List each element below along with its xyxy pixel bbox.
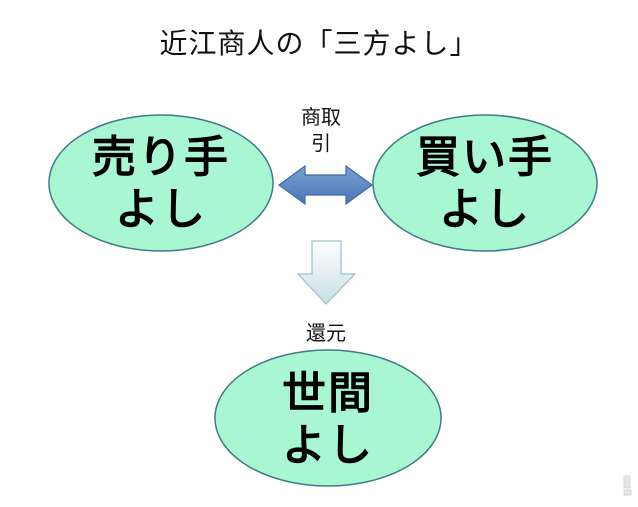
diagram-title: 近江商人の「三方よし」 [159, 27, 479, 60]
seller-ellipse [48, 114, 274, 252]
return-down-arrow [296, 240, 357, 305]
society-ellipse [214, 349, 442, 487]
return-label: 還元 [306, 321, 346, 345]
trade-double-arrow [277, 164, 374, 206]
society-label: 世間 よし [282, 368, 374, 471]
buyer-ellipse [372, 114, 598, 252]
trade-label: 商取 引 [301, 105, 341, 155]
buyer-label: 買い手 よし [416, 132, 554, 235]
corner-mark-shape [623, 475, 632, 496]
seller-label: 売り手 よし [92, 132, 230, 235]
